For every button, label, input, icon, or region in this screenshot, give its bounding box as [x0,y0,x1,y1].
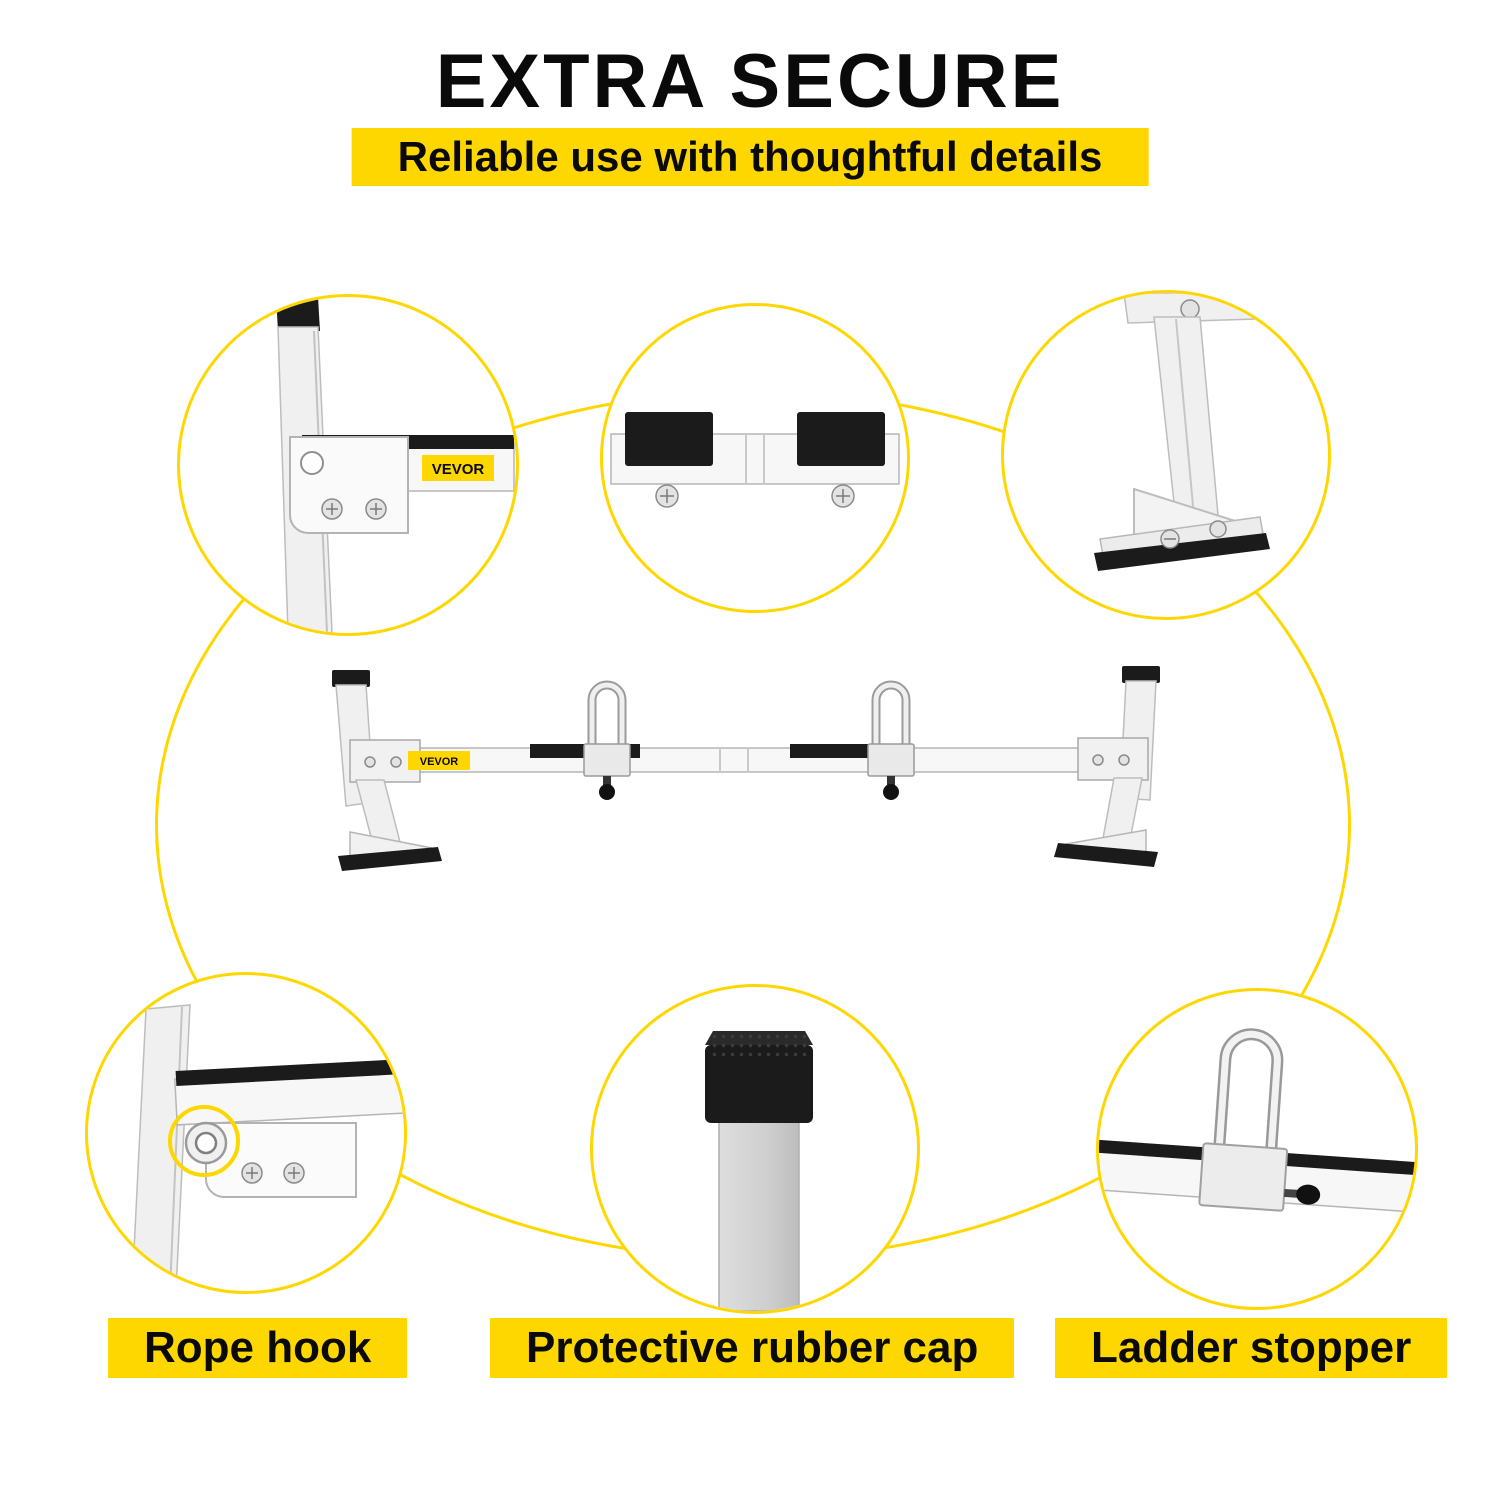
ladder-stopper-hook [867,680,915,800]
detail-circle-rack-foot [1001,290,1331,620]
svg-text:VEVOR: VEVOR [420,756,459,768]
ladder-stopper-hook [583,680,631,800]
label-ladder-stopper: Ladder stopper [1055,1318,1448,1378]
rack-foot-photo [1094,293,1270,571]
vevor-logo-badge: VEVOR [408,751,470,770]
vevor-logo-badge: VEVOR [422,455,494,481]
ladder-stopper-photo [1099,1028,1415,1214]
label-rope-hook: Rope hook [108,1318,408,1378]
rope-hook-photo [131,1004,404,1291]
ladder-rack-photo: VEVOR [332,666,1160,871]
rubber-cap-photo [705,1031,813,1311]
crossbar-pads-photo [610,412,900,508]
svg-text:VEVOR: VEVOR [432,461,485,478]
page-title: EXTRA SECURE [435,39,1065,124]
label-protective-rubber-cap: Protective rubber cap [490,1318,1015,1378]
detail-circle-rope-hook [85,972,407,1294]
subtitle-banner: Reliable use with thoughtful details [351,128,1149,186]
detail-circle-rubber-cap [590,984,920,1314]
detail-circle-ladder-stopper [1096,988,1418,1310]
detail-circle-crossbar-pads [600,303,910,613]
rope-hook-highlight-ring [168,1105,240,1177]
detail-circle-mounting-bracket: VEVOR [177,294,519,636]
mounting-bracket-photo: VEVOR [276,297,515,633]
